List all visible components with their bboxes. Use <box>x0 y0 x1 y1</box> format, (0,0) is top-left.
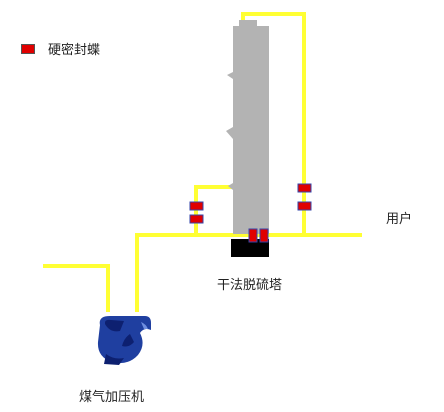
butterfly-valve-icon <box>297 183 312 193</box>
butterfly-valve-icon <box>189 214 204 224</box>
pipe-tower-top-loop <box>241 12 306 237</box>
tower-label: 干法脱硫塔 <box>217 278 283 293</box>
tower-body <box>233 26 269 234</box>
tower-cap <box>239 20 257 27</box>
tower-side-nozzle-1 <box>227 72 233 79</box>
tower-side-nozzle-2 <box>226 127 233 139</box>
legend-label: 硬密封蝶 <box>48 43 101 58</box>
gas-booster-fan-icon <box>97 316 151 365</box>
user-label: 用户 <box>386 212 413 227</box>
butterfly-valve-icon <box>189 201 204 211</box>
pipe-fan-to-tower <box>135 233 362 312</box>
butterfly-valve-icon <box>297 201 312 211</box>
tower-base <box>231 239 269 257</box>
butterfly-valve-icon <box>259 228 269 243</box>
pipe-tower-side-branch <box>194 185 235 237</box>
pipe-inlet <box>43 264 110 312</box>
legend-valve-swatch <box>21 44 35 54</box>
butterfly-valve-icon <box>248 228 258 243</box>
fan-label: 煤气加压机 <box>79 390 145 405</box>
tower-side-nozzle-3 <box>228 183 233 190</box>
